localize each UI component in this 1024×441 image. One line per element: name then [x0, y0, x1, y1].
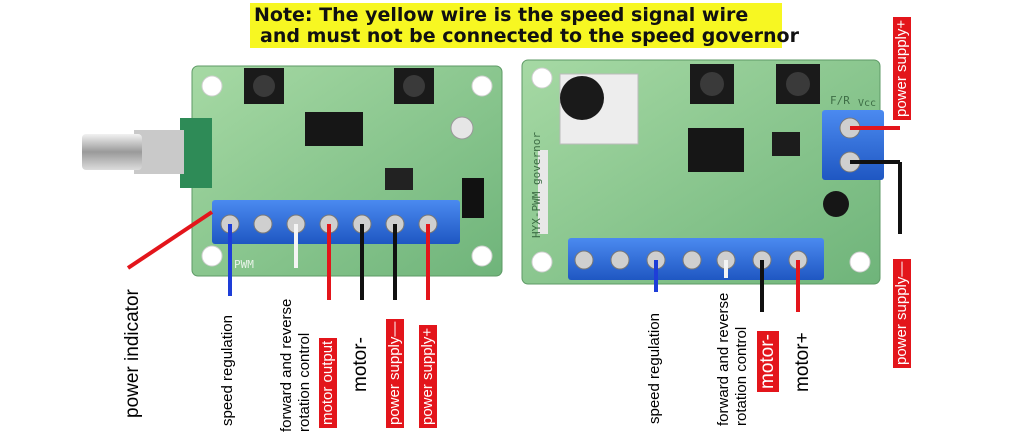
- silk-fr: F/R: [830, 94, 850, 107]
- label-left-power-supply-minus: power supply—: [386, 318, 404, 428]
- label-power-indicator: power indicator: [122, 289, 143, 418]
- label-right-motor-minus: motor-: [757, 331, 779, 392]
- label-left-fr-line2: rotation control: [296, 332, 313, 432]
- note-banner: Note: The yellow wire is the speed signa…: [250, 3, 799, 48]
- label-left-power-supply-plus: power supply+: [419, 324, 437, 428]
- note-line-2: and must not be connected to the speed g…: [260, 25, 799, 47]
- silk-vcc: Vcc: [858, 98, 876, 109]
- left-board: [82, 65, 503, 277]
- label-motor-output: motor output: [319, 337, 337, 428]
- label-right-speed-regulation: speed regulation: [646, 313, 663, 424]
- label-left-fr-line1: forward and reverse: [278, 298, 295, 432]
- left-wires: [126, 210, 430, 300]
- label-right-fr-line1: forward and reverse: [715, 292, 732, 426]
- label-right-power-supply-minus: power supply—: [893, 258, 911, 368]
- label-right-forward-reverse: forward and reverse rotation control: [715, 293, 751, 426]
- right-terminal-screws: [574, 250, 808, 270]
- label-right-power-supply-plus: power supply+: [893, 16, 911, 120]
- label-left-forward-reverse: forward and reverse rotation control: [278, 299, 314, 432]
- silk-pwm: PWM: [234, 258, 254, 271]
- label-left-speed-regulation: speed regulation: [219, 315, 236, 426]
- silk-right-board: HYX-PWM governor: [530, 132, 543, 238]
- label-right-fr-line2: rotation control: [733, 326, 750, 426]
- label-right-motor-plus: motor+: [792, 332, 813, 392]
- note-line-1: Note: The yellow wire is the speed signa…: [254, 4, 749, 26]
- right-wires: [654, 126, 902, 312]
- label-left-motor-minus: motor-: [350, 337, 371, 392]
